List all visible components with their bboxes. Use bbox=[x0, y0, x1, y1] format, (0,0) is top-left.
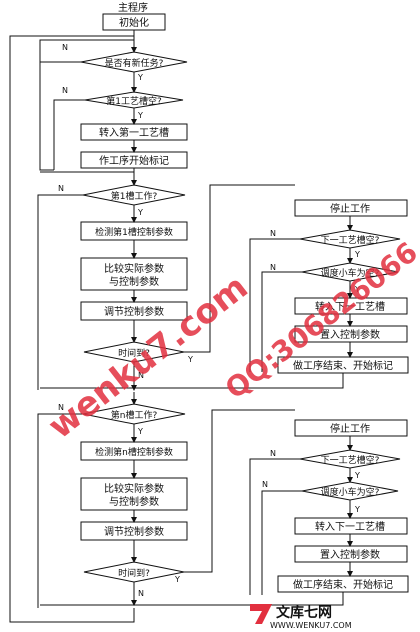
stop-n-text: 停止工作 bbox=[330, 422, 370, 435]
label-y-time1: Y bbox=[187, 355, 193, 364]
label-n-timen: N bbox=[138, 589, 144, 598]
move-next-1-text: 转入下一工艺槽 bbox=[315, 300, 385, 313]
chart-title: 主程序 bbox=[118, 1, 148, 14]
label-y-new-task: Y bbox=[137, 73, 143, 82]
move-next-1-box bbox=[294, 297, 408, 315]
set-ctrl-1-text: 置入控制参数 bbox=[320, 328, 380, 341]
init-text: 初始化 bbox=[119, 16, 149, 29]
stop-1-text: 停止工作 bbox=[330, 202, 370, 215]
time-1-text: 时间到? bbox=[118, 347, 150, 359]
compare-1b-text: 与控制参数 bbox=[109, 275, 159, 288]
move-next-n-box bbox=[294, 517, 408, 535]
mark-start-text: 作工序开始标记 bbox=[99, 154, 169, 167]
label-y-timen: Y bbox=[174, 575, 180, 584]
label-n-slotn-work: N bbox=[58, 403, 64, 412]
stop-slotn-box bbox=[294, 419, 408, 437]
label-n-cart-empty-n: N bbox=[262, 480, 268, 489]
logo-mark-icon bbox=[250, 604, 272, 624]
watermark-qq: QQ:306826066 bbox=[219, 235, 420, 405]
compare-na-text: 比较实际参数 bbox=[104, 482, 164, 495]
label-n-slot1-empty: N bbox=[62, 86, 68, 95]
stop-slot1-box bbox=[294, 199, 408, 217]
move-to-1-text: 转入第一工艺槽 bbox=[99, 126, 169, 139]
label-y-cart-empty-1: Y bbox=[354, 285, 360, 294]
label-n-cart-empty-1: N bbox=[270, 263, 276, 272]
label-y-slot1-work: Y bbox=[137, 208, 143, 217]
logo-text-cn: 文库七网 bbox=[276, 604, 332, 621]
label-n-new-task: N bbox=[62, 43, 68, 52]
label-y-cart-empty-n: Y bbox=[354, 505, 360, 514]
cart-empty-n-text: 调度小车为空? bbox=[321, 486, 380, 498]
cart-empty-1-text: 调度小车为空? bbox=[321, 267, 380, 279]
time-n-text: 时间到? bbox=[118, 567, 150, 579]
label-y-next-empty-n: Y bbox=[354, 471, 360, 480]
label-y-slot1-empty: Y bbox=[137, 111, 143, 120]
check-1-text: 检测第1槽控制参数 bbox=[95, 226, 173, 238]
logo-text-url: WWW.WENKU7.COM bbox=[270, 621, 352, 630]
adjust-n-text: 调节控制参数 bbox=[104, 525, 164, 538]
finish-n-text: 做工序结束、开始标记 bbox=[293, 578, 393, 591]
finish-1-text: 做工序结束、开始标记 bbox=[293, 359, 393, 372]
new-task-text: 是否有新任务? bbox=[105, 57, 164, 69]
label-n-slot1-work: N bbox=[58, 184, 64, 193]
slotn-work-text: 第n槽工作? bbox=[111, 409, 158, 421]
label-n-time1: N bbox=[138, 371, 144, 380]
label-y-next-empty-1: Y bbox=[354, 250, 360, 259]
label-n-next-empty-1: N bbox=[270, 229, 276, 238]
wenku7-logo: 文库七网 WWW.WENKU7.COM bbox=[250, 604, 352, 630]
slot1-empty-text: 第1工艺槽空? bbox=[106, 95, 162, 107]
label-n-next-empty-n: N bbox=[270, 449, 276, 458]
label-y-slotn-work: Y bbox=[137, 427, 143, 436]
next-empty-1-text: 下一工艺槽空? bbox=[321, 234, 380, 246]
compare-1a-text: 比较实际参数 bbox=[104, 262, 164, 275]
compare-nb-text: 与控制参数 bbox=[109, 495, 159, 508]
check-n-text: 检测第n槽控制参数 bbox=[95, 446, 173, 458]
set-ctrl-1-box bbox=[294, 325, 408, 343]
set-ctrl-n-text: 置入控制参数 bbox=[320, 548, 380, 561]
slot1-work-text: 第1槽工作? bbox=[111, 190, 158, 202]
move-next-n-text: 转入下一工艺槽 bbox=[315, 520, 385, 533]
adjust-1-text: 调节控制参数 bbox=[104, 305, 164, 318]
next-empty-n-text: 下一工艺槽空? bbox=[321, 454, 380, 466]
set-ctrl-n-box bbox=[294, 545, 408, 563]
